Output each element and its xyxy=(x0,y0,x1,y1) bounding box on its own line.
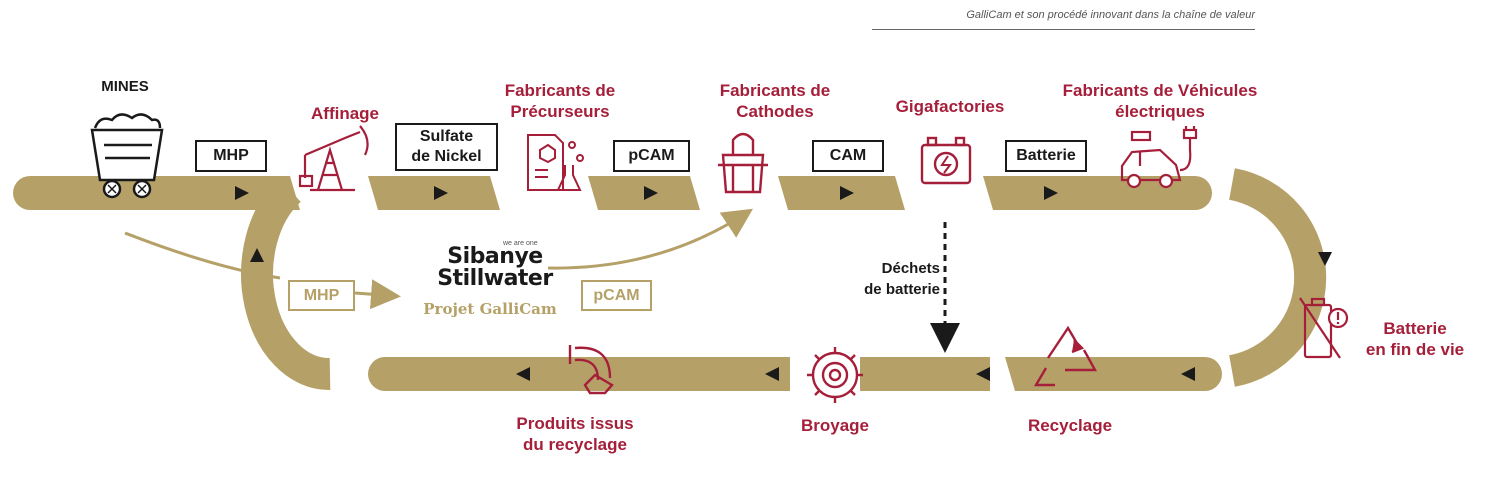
stage-label-broyage: Broyage xyxy=(800,416,870,435)
top-track xyxy=(13,176,1212,210)
stage-label-vehicules: Fabricants de Véhicules électriques xyxy=(1062,81,1258,121)
dechets-label: Déchets de batterie xyxy=(864,260,940,298)
logo-tagline: we are one xyxy=(503,240,538,247)
gallicam-mhp-box: MHP xyxy=(288,280,355,311)
recycle-icon xyxy=(1033,325,1098,387)
gallicam-pcam-box: pCAM xyxy=(581,280,652,311)
logo-projet-gallicam: Projet GalliCam xyxy=(423,300,557,318)
box-sulfate-nickel: Sulfate de Nickel xyxy=(395,123,498,171)
stage-label-precurseurs: Fabricants de Précurseurs xyxy=(504,81,616,121)
battery-icon xyxy=(920,136,972,185)
dead-battery-icon xyxy=(1299,297,1349,359)
caption-underline xyxy=(872,29,1255,30)
mines-to-gallicam-arrow xyxy=(124,231,281,280)
mine-cart-icon xyxy=(90,113,164,199)
stage-label-cathodes: Fabricants de Cathodes xyxy=(719,81,831,121)
box-cam: CAM xyxy=(812,140,884,172)
box-batterie: Batterie xyxy=(1005,140,1087,172)
stage-label-produits: Produits issus du recyclage xyxy=(516,414,634,454)
logo-stillwater: Stillwater xyxy=(437,266,553,291)
oil-pump-icon xyxy=(298,125,369,192)
left-loop xyxy=(241,178,331,391)
gear-icon xyxy=(807,347,863,403)
basket-icon xyxy=(718,132,768,194)
mhp-to-logo-arrow xyxy=(354,279,401,310)
stage-label-mines: MINES xyxy=(101,78,149,95)
stage-label-gigafactories: Gigafactories xyxy=(895,97,1005,116)
logo-to-cathodes-arrow xyxy=(547,208,754,270)
stage-label-fin-de-vie: Batterie en fin de vie xyxy=(1365,319,1465,359)
box-pcam: pCAM xyxy=(613,140,690,172)
stage-label-recyclage: Recyclage xyxy=(1027,416,1113,435)
right-bend xyxy=(1228,168,1327,387)
box-mhp: MHP xyxy=(195,140,267,172)
stage-label-affinage: Affinage xyxy=(311,104,379,123)
logo-sibanye: Sibanye xyxy=(447,244,543,269)
electric-car-icon xyxy=(1120,126,1198,189)
bottom-track xyxy=(368,357,1222,391)
pipe-icon xyxy=(568,345,614,395)
chemistry-icon xyxy=(527,134,584,191)
track-arrows xyxy=(235,186,1332,381)
caption: GalliCam et son procédé innovant dans la… xyxy=(966,9,1255,21)
